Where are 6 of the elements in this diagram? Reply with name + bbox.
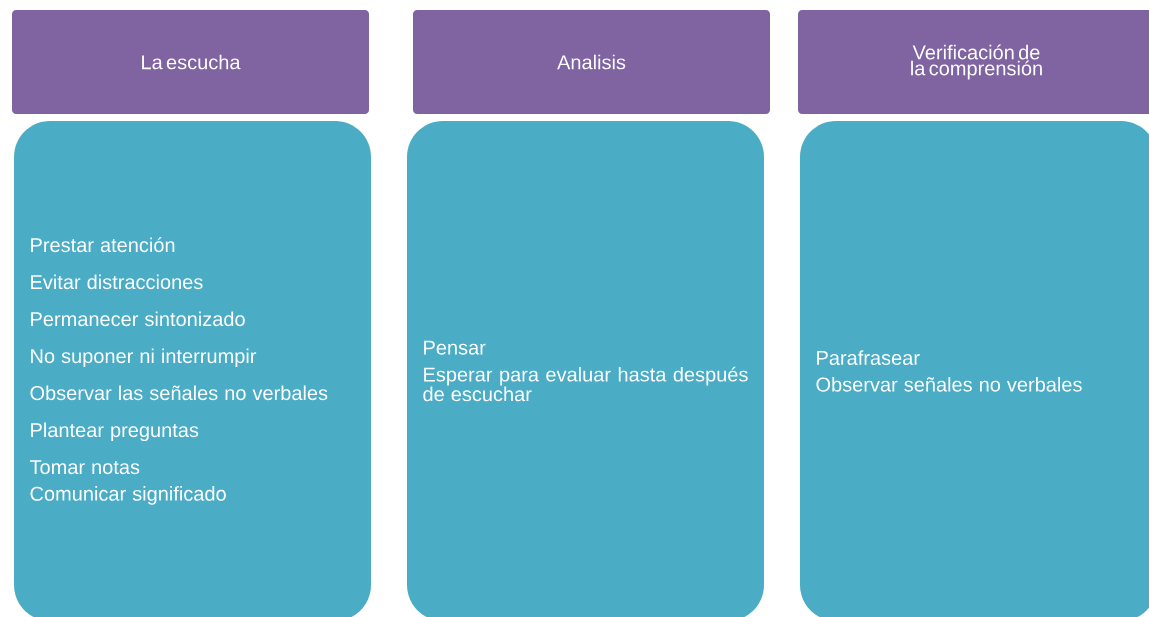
header-box: Analisis [413,10,770,114]
content-box: Pensar Esperar para evaluar hasta después de escuchar [407,121,764,617]
content-box: Prestar atención Evitar distracciones Permanecer sintonizado No suponer ni interrumpir Observar las señales no verbales Plantear preguntas Tomar notas Comunicar significado [14,121,371,617]
header-box: La escucha [12,10,369,114]
header-box: Verificación de la comprensión [798,10,1149,114]
content-box: Parafrasear Observar señales no verbales [800,121,1149,617]
